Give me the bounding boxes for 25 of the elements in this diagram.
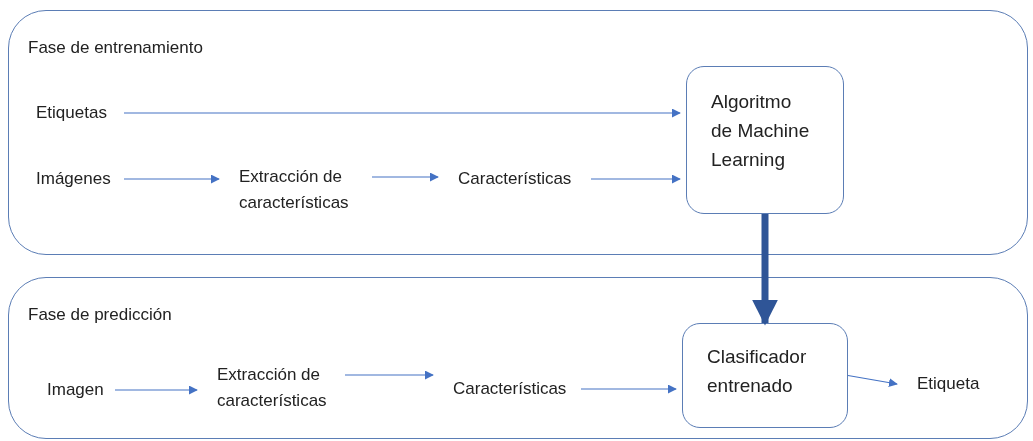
box-label: Algoritmo de Machine Learning xyxy=(710,90,811,172)
arrow xyxy=(752,214,778,326)
arrow xyxy=(123,174,220,184)
arrow xyxy=(371,172,439,182)
step-label: Etiqueta xyxy=(916,373,981,395)
step-label: Imagen xyxy=(46,379,105,401)
step-label: Características xyxy=(452,378,568,400)
step-label: Extracción de características xyxy=(238,166,350,214)
arrow xyxy=(123,108,681,118)
phase-panel xyxy=(8,277,1028,439)
arrow xyxy=(114,385,198,395)
panel-heading: Fase de entrenamiento xyxy=(27,37,204,59)
process-box xyxy=(686,66,844,214)
step-label: Imágenes xyxy=(35,168,112,190)
panel-heading: Fase de predicción xyxy=(27,304,173,326)
arrow xyxy=(590,174,681,184)
step-label: Extracción de características xyxy=(216,364,328,412)
arrow xyxy=(344,370,434,380)
phase-panel xyxy=(8,10,1028,255)
arrow xyxy=(847,374,898,388)
arrow xyxy=(580,384,677,394)
process-box xyxy=(682,323,848,428)
box-label: Clasificador entrenado xyxy=(706,345,808,398)
step-label: Etiquetas xyxy=(35,102,108,124)
step-label: Características xyxy=(457,168,573,190)
